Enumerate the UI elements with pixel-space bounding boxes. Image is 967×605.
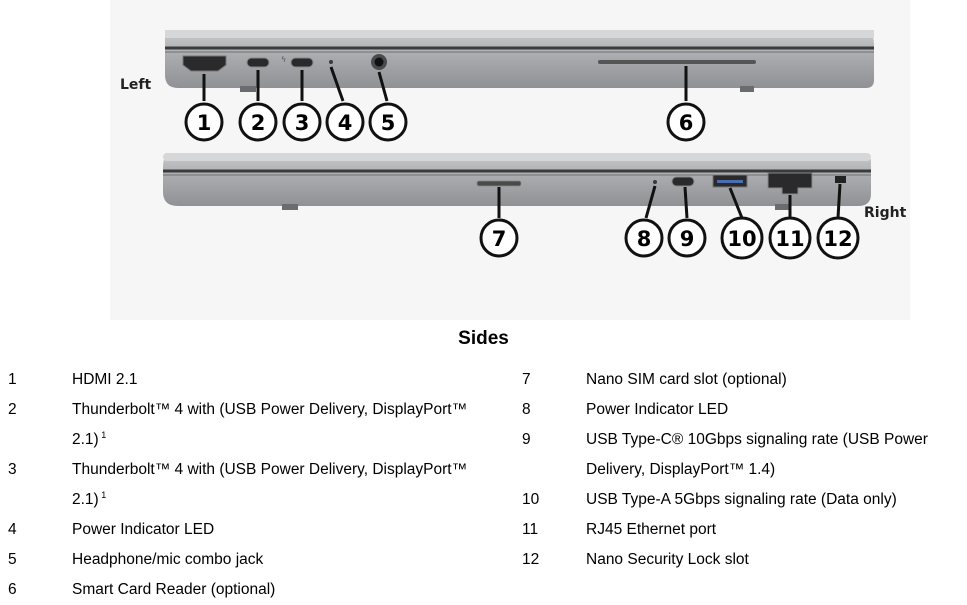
port-description-text: Headphone/mic combo jack xyxy=(72,551,264,568)
port-list-item: 1 HDMI 2.1 xyxy=(8,365,498,395)
power-led-right xyxy=(653,180,657,184)
port-description-text: Thunderbolt™ 4 with (USB Power Delivery,… xyxy=(72,461,468,508)
thunderbolt-port-1 xyxy=(246,57,270,68)
callout-9: 9 xyxy=(680,227,695,251)
laptop-right-side xyxy=(163,153,871,210)
port-description-text: Smart Card Reader (optional) xyxy=(72,581,276,598)
port-list-item: 9 USB Type-C® 10Gbps signaling rate (USB … xyxy=(522,425,962,485)
smart-card-slot xyxy=(598,60,756,64)
port-list-item: 7 Nano SIM card slot (optional) xyxy=(522,365,962,395)
port-description: Headphone/mic combo jack xyxy=(72,545,498,575)
callout-1: 1 xyxy=(197,111,212,135)
port-number: 8 xyxy=(522,401,531,418)
port-number: 11 xyxy=(522,521,539,538)
callout-lines-top xyxy=(202,66,688,102)
usb-c-port xyxy=(671,176,695,187)
port-list-item: 6 Smart Card Reader (optional) xyxy=(8,575,498,605)
callout-lines-bottom xyxy=(497,183,842,219)
port-description: Nano Security Lock slot xyxy=(586,545,962,575)
nano-sim-slot xyxy=(476,180,522,187)
callout-7: 7 xyxy=(492,227,507,251)
right-port-list: 7 Nano SIM card slot (optional) 8 Power Ind… xyxy=(522,365,962,575)
port-description: USB Type-A 5Gbps signaling rate (Data on… xyxy=(586,485,962,515)
callout-6: 6 xyxy=(679,111,694,135)
port-list-item: 4 Power Indicator LED xyxy=(8,515,498,545)
right-label: Right xyxy=(864,205,907,221)
power-led-left xyxy=(329,60,333,64)
callouts-bottom xyxy=(479,216,860,260)
port-list-item: 2 Thunderbolt™ 4 with (USB Power Delivery… xyxy=(8,395,498,455)
port-description-text: Power Indicator LED xyxy=(72,521,215,538)
port-description: Power Indicator LED xyxy=(586,395,962,425)
left-label: Left xyxy=(120,77,152,93)
port-number: 4 xyxy=(8,521,17,538)
port-description-text: RJ45 Ethernet port xyxy=(586,521,717,538)
port-number: 12 xyxy=(522,551,540,568)
port-number: 5 xyxy=(8,551,17,568)
callout-2: 2 xyxy=(251,111,266,135)
thunderbolt-icon: ϟ xyxy=(281,55,286,64)
port-list-item: 3 Thunderbolt™ 4 with (USB Power Delivery… xyxy=(8,455,498,515)
port-list-item: 10 USB Type-A 5Gbps signaling rate (Data … xyxy=(522,485,962,515)
port-number: 3 xyxy=(8,461,17,478)
port-description: Thunderbolt™ 4 with (USB Power Delivery,… xyxy=(72,395,498,455)
callout-10: 10 xyxy=(727,227,756,251)
port-number: 1 xyxy=(8,371,17,388)
port-description-text: HDMI 2.1 xyxy=(72,371,138,388)
callout-12: 12 xyxy=(823,227,852,251)
rj45-port xyxy=(767,172,813,195)
port-description: USB Type-C® 10Gbps signaling rate (USB P… xyxy=(586,425,962,485)
footnote-marker: 1 xyxy=(98,489,107,500)
laptop-sides-figure: ϟ Left 1 2 3 4 5 6 xyxy=(120,30,907,260)
port-list-item: 5 Headphone/mic combo jack xyxy=(8,545,498,575)
port-description: RJ45 Ethernet port xyxy=(586,515,962,545)
port-description-text: Nano Security Lock slot xyxy=(586,551,749,568)
port-list-item: 8 Power Indicator LED xyxy=(522,395,962,425)
laptop-left-side xyxy=(165,30,874,92)
security-lock-slot xyxy=(835,176,846,183)
port-number: 9 xyxy=(522,431,531,448)
port-description-text: Power Indicator LED xyxy=(586,401,729,418)
hdmi-port xyxy=(182,55,227,72)
port-description-text: Nano SIM card slot (optional) xyxy=(586,371,787,388)
port-number: 7 xyxy=(522,371,531,388)
thunderbolt-port-2 xyxy=(290,57,314,68)
callout-5: 5 xyxy=(381,111,396,135)
port-number: 10 xyxy=(522,491,540,508)
callouts-top xyxy=(184,102,706,142)
port-number: 2 xyxy=(8,401,17,418)
footnote-marker: 1 xyxy=(98,429,107,440)
port-list-item: 11 RJ45 Ethernet port xyxy=(522,515,962,545)
callout-11: 11 xyxy=(775,227,804,251)
port-number: 6 xyxy=(8,581,17,598)
port-description: HDMI 2.1 xyxy=(72,365,498,395)
port-description: Nano SIM card slot (optional) xyxy=(586,365,962,395)
callout-3: 3 xyxy=(295,111,310,135)
section-title: Sides xyxy=(458,328,509,349)
callout-8: 8 xyxy=(637,227,652,251)
port-description: Thunderbolt™ 4 with (USB Power Delivery,… xyxy=(72,455,498,515)
port-description: Smart Card Reader (optional) xyxy=(72,575,498,605)
port-list-item: 12 Nano Security Lock slot xyxy=(522,545,962,575)
callout-4: 4 xyxy=(338,111,353,135)
port-description-text: USB Type-A 5Gbps signaling rate (Data on… xyxy=(586,491,897,508)
port-description-text: USB Type-C® 10Gbps signaling rate (USB P… xyxy=(586,431,928,478)
port-description-text: Thunderbolt™ 4 with (USB Power Delivery,… xyxy=(72,401,468,448)
port-description: Power Indicator LED xyxy=(72,515,498,545)
